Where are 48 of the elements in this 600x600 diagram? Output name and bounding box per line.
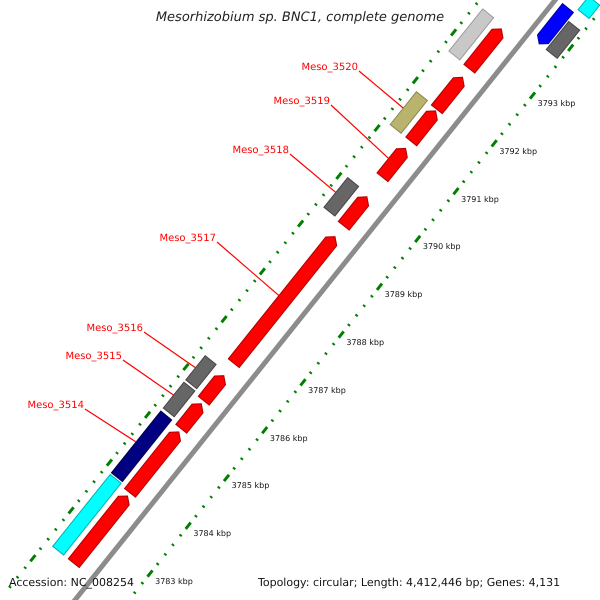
gene-segment xyxy=(405,110,438,146)
gene-segment xyxy=(185,355,217,390)
scale-label: 3787 kbp xyxy=(308,386,346,395)
gene-segment xyxy=(228,236,338,368)
gene-label: Meso_3514 xyxy=(27,401,84,411)
gene-segment xyxy=(124,431,182,498)
gene-segment xyxy=(68,495,130,568)
title: Mesorhizobium sp. BNC1, complete genome xyxy=(156,11,444,24)
scale-label: 3791 kbp xyxy=(461,196,499,204)
scale-label: 3789 kbp xyxy=(384,291,422,300)
gene-segment xyxy=(430,76,465,114)
gene-segment xyxy=(52,474,122,556)
leader-line xyxy=(216,242,280,296)
leader-line xyxy=(144,332,196,368)
gene-segment xyxy=(198,375,226,406)
scale-label: 3786 kbp xyxy=(270,434,308,443)
scale-label: 3792 kbp xyxy=(499,148,538,156)
leader-line xyxy=(330,104,389,159)
scale-label: 3784 kbp xyxy=(193,530,232,538)
scale-label: 3785 kbp xyxy=(232,482,270,490)
gene-segment xyxy=(338,196,370,231)
accession-text: Accession: NC_008254 xyxy=(9,577,134,588)
gene-segment xyxy=(175,403,204,434)
gene-segment xyxy=(536,2,574,44)
gene-segment xyxy=(546,20,580,59)
gene-segment xyxy=(162,382,196,418)
leader-line xyxy=(122,360,174,396)
gene-label: Meso_3518 xyxy=(232,146,289,156)
gene-segment xyxy=(323,176,360,217)
gene-label: Meso_3520 xyxy=(301,63,358,73)
gene-segment xyxy=(390,91,428,134)
gene-label: Meso_3515 xyxy=(65,352,122,362)
gene-label: Meso_3516 xyxy=(86,324,143,334)
gene-segment xyxy=(110,410,172,482)
gene-label: Meso_3517 xyxy=(159,234,216,244)
scale-label: 3793 kbp xyxy=(538,100,576,108)
scale-label: 3783 kbp xyxy=(155,578,193,586)
leader-line xyxy=(84,408,136,442)
gene-segment xyxy=(577,0,600,20)
gene-segment xyxy=(448,8,494,61)
scale-label: 3788 kbp xyxy=(346,339,384,348)
leader-line xyxy=(358,70,404,109)
genome-info-text: Topology: circular; Length: 4,412,446 bp; Genes: 4,131 xyxy=(258,577,560,588)
gene-label: Meso_3519 xyxy=(273,97,330,107)
scale-label: 3790 kbp xyxy=(422,243,461,252)
gene-segment xyxy=(376,148,408,182)
gene-segment xyxy=(463,28,504,74)
leader-line xyxy=(290,154,336,193)
